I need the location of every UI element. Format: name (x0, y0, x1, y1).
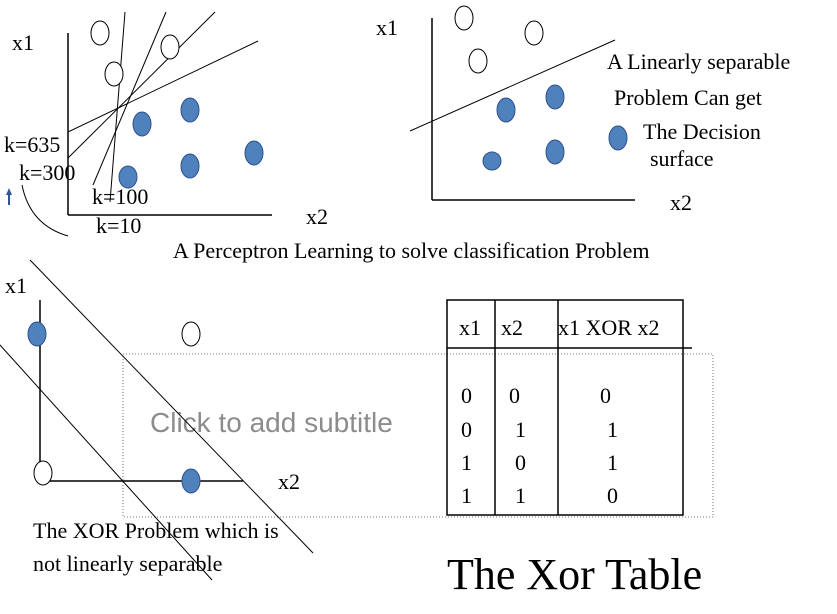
class0-point (160, 34, 180, 60)
class1-point (545, 84, 565, 110)
class0-point (104, 61, 124, 87)
progress-arc (21, 184, 69, 237)
xor-table: x1 x2 x1 XOR x2 0 0 0 0 1 1 1 0 1 1 1 0 (446, 299, 692, 516)
xor-diagram: x1 x2 The XOR Problem which is not linea… (0, 259, 314, 581)
slide-heading: A Perceptron Learning to solve classific… (173, 238, 650, 263)
class0-point (454, 5, 474, 31)
caption-line: Problem Can get (614, 85, 762, 110)
table-cell: 0 (600, 383, 611, 408)
caption-line: surface (650, 146, 714, 171)
axis-label-x1: x1 (376, 15, 398, 40)
class0-point (90, 20, 110, 46)
class0-point (468, 48, 488, 74)
caption-line: The Decision (643, 119, 761, 144)
perceptron-learning-diagram: x1 x2 k=635 k=300 k=100 k=10 (4, 11, 328, 238)
subtitle-placeholder-box[interactable] (122, 353, 714, 518)
table-row: 1 1 0 (461, 483, 618, 508)
axis-label-x1: x1 (5, 273, 27, 298)
linearly-separable-diagram: x1 x2 A Linearly separable Problem Can g… (376, 5, 790, 215)
caption-line: The XOR Problem which is (33, 518, 279, 543)
caption-line: not linearly separable (33, 551, 222, 576)
axis-label-x2: x2 (670, 190, 692, 215)
class1-point (496, 97, 516, 123)
table-cell: 0 (461, 383, 472, 408)
boundary-line-k100 (92, 11, 167, 186)
table-header: x1 (459, 315, 481, 340)
table-cell: 0 (515, 450, 526, 475)
axis-label-x2: x2 (278, 469, 300, 494)
axis-label-x1: x1 (12, 30, 34, 55)
table-row: 0 1 1 (461, 417, 618, 442)
class0-point (33, 460, 53, 486)
axis-label-x2: x2 (306, 204, 328, 229)
table-row: 0 0 0 (461, 383, 611, 408)
table-cell: 0 (461, 417, 472, 442)
table-cell: 0 (607, 483, 618, 508)
separator-line (29, 259, 314, 554)
class1-point (118, 165, 138, 189)
table-cell: 1 (461, 483, 472, 508)
class1-point (244, 140, 264, 166)
boundary-line-k635 (67, 40, 259, 133)
table-border (446, 299, 684, 516)
table-header: x1 XOR x2 (558, 315, 659, 340)
class1-point (545, 139, 565, 165)
table-cell: 1 (607, 450, 618, 475)
subtitle-placeholder[interactable]: Click to add subtitle (150, 407, 393, 438)
class1-point (180, 97, 200, 123)
table-cell: 1 (515, 417, 526, 442)
class1-point (27, 321, 47, 347)
class0-point (181, 321, 201, 347)
iteration-label: k=10 (96, 213, 141, 238)
xor-table-title: The Xor Table (447, 550, 702, 599)
class1-point (181, 468, 201, 494)
iteration-label: k=100 (92, 184, 148, 209)
table-cell: 1 (607, 417, 618, 442)
table-row: 1 0 1 (461, 450, 618, 475)
boundary-line-k300 (67, 11, 216, 159)
arrow-up-icon (6, 188, 12, 205)
class1-point (482, 151, 502, 171)
table-cell: 1 (515, 483, 526, 508)
table-cell: 0 (509, 383, 520, 408)
caption-line: A Linearly separable (607, 49, 790, 74)
class1-point (608, 125, 628, 151)
separator-line (0, 344, 213, 581)
class1-point (180, 153, 200, 179)
table-cell: 1 (461, 450, 472, 475)
iteration-label: k=635 (4, 132, 60, 157)
iteration-label: k=300 (19, 160, 75, 185)
boundary-line-k10 (109, 11, 126, 203)
class0-point (524, 20, 544, 46)
table-header: x2 (501, 315, 523, 340)
class1-point (132, 111, 152, 137)
decision-boundary-line (409, 39, 616, 132)
